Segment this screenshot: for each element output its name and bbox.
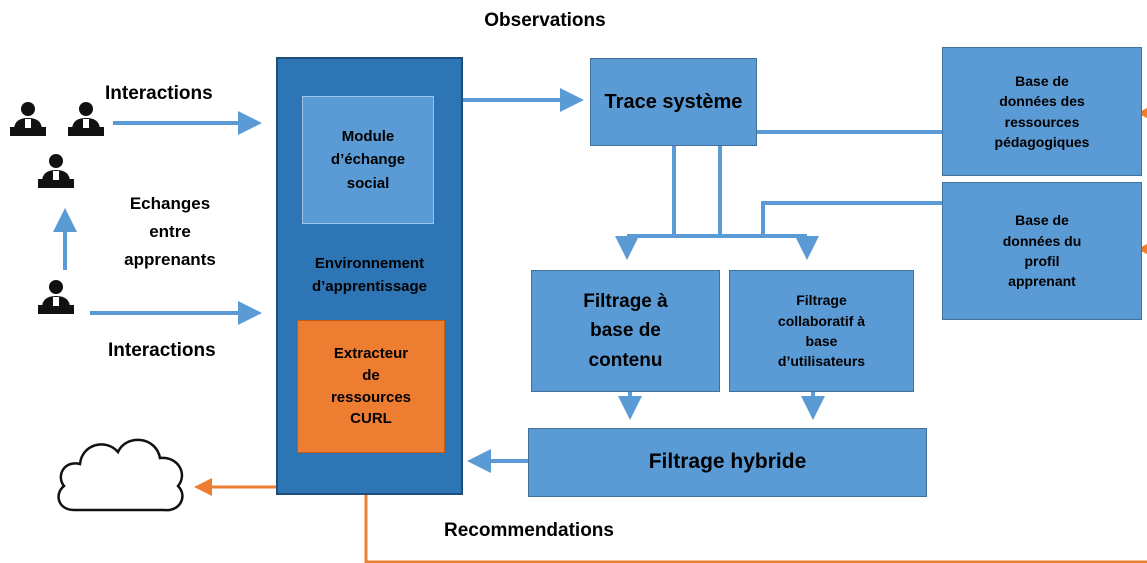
learner-icon — [68, 102, 104, 136]
interactions-bottom-label: Interactions — [108, 340, 216, 361]
observations-label: Observations — [484, 10, 606, 31]
echanges-label: Echanges entre apprenants — [124, 194, 216, 270]
cloud-icon — [57, 438, 184, 512]
line-db-profile — [761, 201, 942, 236]
recommendations-label: Recommendations — [444, 520, 614, 541]
filtrage-hybride-box: Filtrage hybride — [528, 428, 927, 497]
learner-icon — [38, 154, 74, 188]
interactions-top-label: Interactions — [105, 83, 213, 104]
learner-icon — [38, 280, 74, 314]
filtrage-collaboratif-box: Filtrage collaboratif à base d’utilisate… — [729, 270, 914, 392]
db-profile-box: Base de données du profil apprenant — [942, 182, 1142, 320]
db-resources-box: Base de données des ressources pédagogiq… — [942, 47, 1142, 176]
line-db-resources — [718, 130, 942, 236]
resource-extractor: Extracteur de ressources CURL — [297, 320, 445, 453]
social-exchange-module: Module d’échange social — [302, 96, 434, 224]
environment-label: Environnement d’apprentissage — [311, 255, 428, 296]
filtrage-contenu-box: Filtrage à base de contenu — [531, 270, 720, 392]
learner-icon — [10, 102, 46, 136]
trace-systeme-box: Trace système — [590, 58, 757, 146]
